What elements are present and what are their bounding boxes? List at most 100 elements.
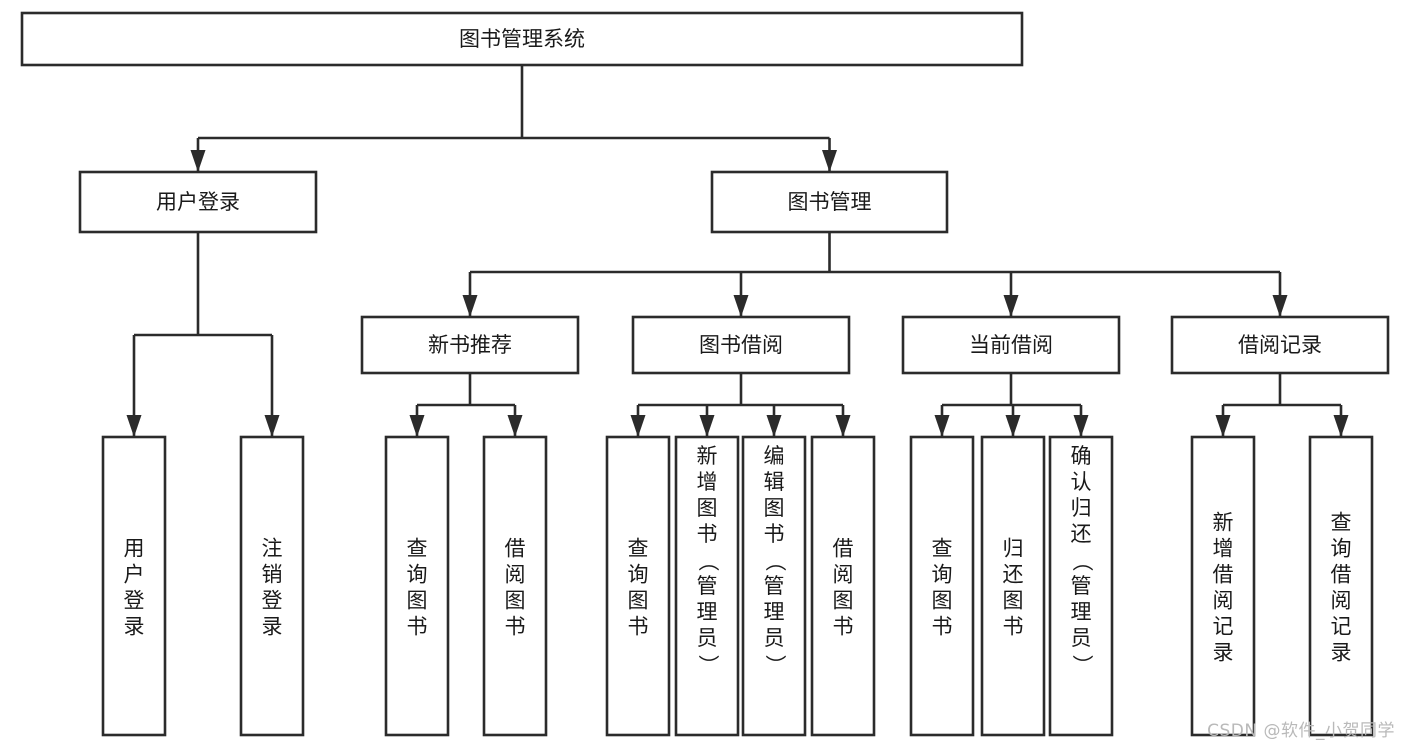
node-label-char: 销: [262, 562, 283, 586]
node-label-book-borrow: 图书借阅: [699, 333, 783, 357]
node-label-char: 录: [262, 614, 283, 638]
node-box-leaf-borrow-book-1: [482, 435, 548, 737]
node-box-new-book-recommend: [360, 315, 580, 375]
node-box-leaf-return-book: [980, 435, 1046, 737]
node-box-book-manage: [710, 170, 949, 234]
node-label-borrow-record: 借阅记录: [1238, 333, 1322, 357]
node-label-char: 询: [932, 562, 953, 586]
node-label-char: 增: [697, 470, 718, 494]
node-label-char: 登: [124, 588, 145, 612]
node-label-char: 新: [697, 444, 718, 468]
node-box-leaf-query-book-3: [909, 435, 975, 737]
node-current-borrow[interactable]: 当前借阅: [901, 315, 1121, 375]
node-label-new-book-recommend: 新书推荐: [428, 333, 512, 357]
node-label-char: 图: [932, 588, 953, 612]
node-label-char: 归: [1003, 536, 1024, 560]
node-label-char: 询: [1331, 536, 1352, 560]
node-label-char: 记: [1331, 614, 1352, 638]
node-label-char: 户: [124, 562, 145, 586]
node-label-char: 图: [764, 496, 785, 520]
node-label-char: 书: [407, 614, 428, 638]
node-box-leaf-logout: [239, 435, 305, 737]
node-label-char: 管: [697, 574, 718, 598]
node-label-char: 新: [1213, 510, 1234, 534]
node-label-char: 查: [628, 536, 649, 560]
node-label-char: 员: [764, 626, 785, 650]
node-box-root: [20, 11, 1024, 67]
connector-group-user-login: [126, 232, 280, 437]
node-box-leaf-add-book: [674, 435, 740, 737]
node-label-char: 管: [1071, 574, 1092, 598]
node-label-char: 用: [124, 536, 145, 560]
node-label-char: 书: [1003, 614, 1024, 638]
node-label-char: ）: [1070, 655, 1094, 676]
node-label-char: 借: [1331, 562, 1352, 586]
node-label-char: 管: [764, 574, 785, 598]
node-label-char: 阅: [833, 562, 854, 586]
node-label-char: 录: [1213, 640, 1234, 664]
node-label-char: ）: [763, 655, 787, 676]
node-label-char: 记: [1213, 614, 1234, 638]
node-label-char: （: [763, 551, 787, 572]
node-label-char: 阅: [1213, 588, 1234, 612]
connector-group-new-book-recommend: [409, 373, 523, 437]
node-leaf-user-login[interactable]: 用户登录: [101, 435, 167, 737]
node-label-char: 录: [1331, 640, 1352, 664]
node-label-char: 借: [1213, 562, 1234, 586]
connector-group-book-borrow: [630, 373, 851, 437]
node-box-leaf-edit-book: [741, 435, 807, 737]
node-box-leaf-query-record: [1308, 435, 1374, 737]
node-borrow-record[interactable]: 借阅记录: [1170, 315, 1390, 375]
node-label-char: 辑: [764, 470, 785, 494]
node-label-book-manage: 图书管理: [788, 190, 872, 214]
node-label-char: 查: [932, 536, 953, 560]
node-box-book-borrow: [631, 315, 851, 375]
node-label-char: 录: [124, 614, 145, 638]
node-label-char: 确: [1071, 444, 1092, 468]
node-box-user-login: [78, 170, 318, 234]
node-label-char: 书: [833, 614, 854, 638]
node-label-char: （: [696, 551, 720, 572]
node-label-char: 理: [764, 600, 785, 624]
node-label-char: 图: [833, 588, 854, 612]
node-label-char: （: [1070, 551, 1094, 572]
node-box-leaf-add-record: [1190, 435, 1256, 737]
node-label-user-login: 用户登录: [156, 190, 240, 214]
node-label-char: 阅: [505, 562, 526, 586]
node-book-manage[interactable]: 图书管理: [710, 170, 949, 234]
node-label-char: 员: [1071, 626, 1092, 650]
node-label-char: 阅: [1331, 588, 1352, 612]
node-label-char: 增: [1213, 536, 1234, 560]
node-book-borrow[interactable]: 图书借阅: [631, 315, 851, 375]
connector-group-book-manage: [462, 232, 1288, 317]
node-root[interactable]: 图书管理系统: [20, 11, 1024, 67]
node-label-char: 编: [764, 444, 785, 468]
node-label-char: 询: [407, 562, 428, 586]
node-box-borrow-record: [1170, 315, 1390, 375]
node-label-char: 图: [1003, 588, 1024, 612]
node-box-leaf-query-book-1: [384, 435, 450, 737]
node-label-char: 图: [505, 588, 526, 612]
node-label-char: 登: [262, 588, 283, 612]
node-label-char: 书: [697, 522, 718, 546]
node-user-login[interactable]: 用户登录: [78, 170, 318, 234]
node-new-book-recommend[interactable]: 新书推荐: [360, 315, 580, 375]
node-label-root: 图书管理系统: [459, 27, 585, 51]
node-box-leaf-confirm-return: [1048, 435, 1114, 737]
connector-group-root: [190, 65, 837, 172]
node-label-char: 理: [697, 600, 718, 624]
connector-group-borrow-record: [1215, 373, 1349, 437]
